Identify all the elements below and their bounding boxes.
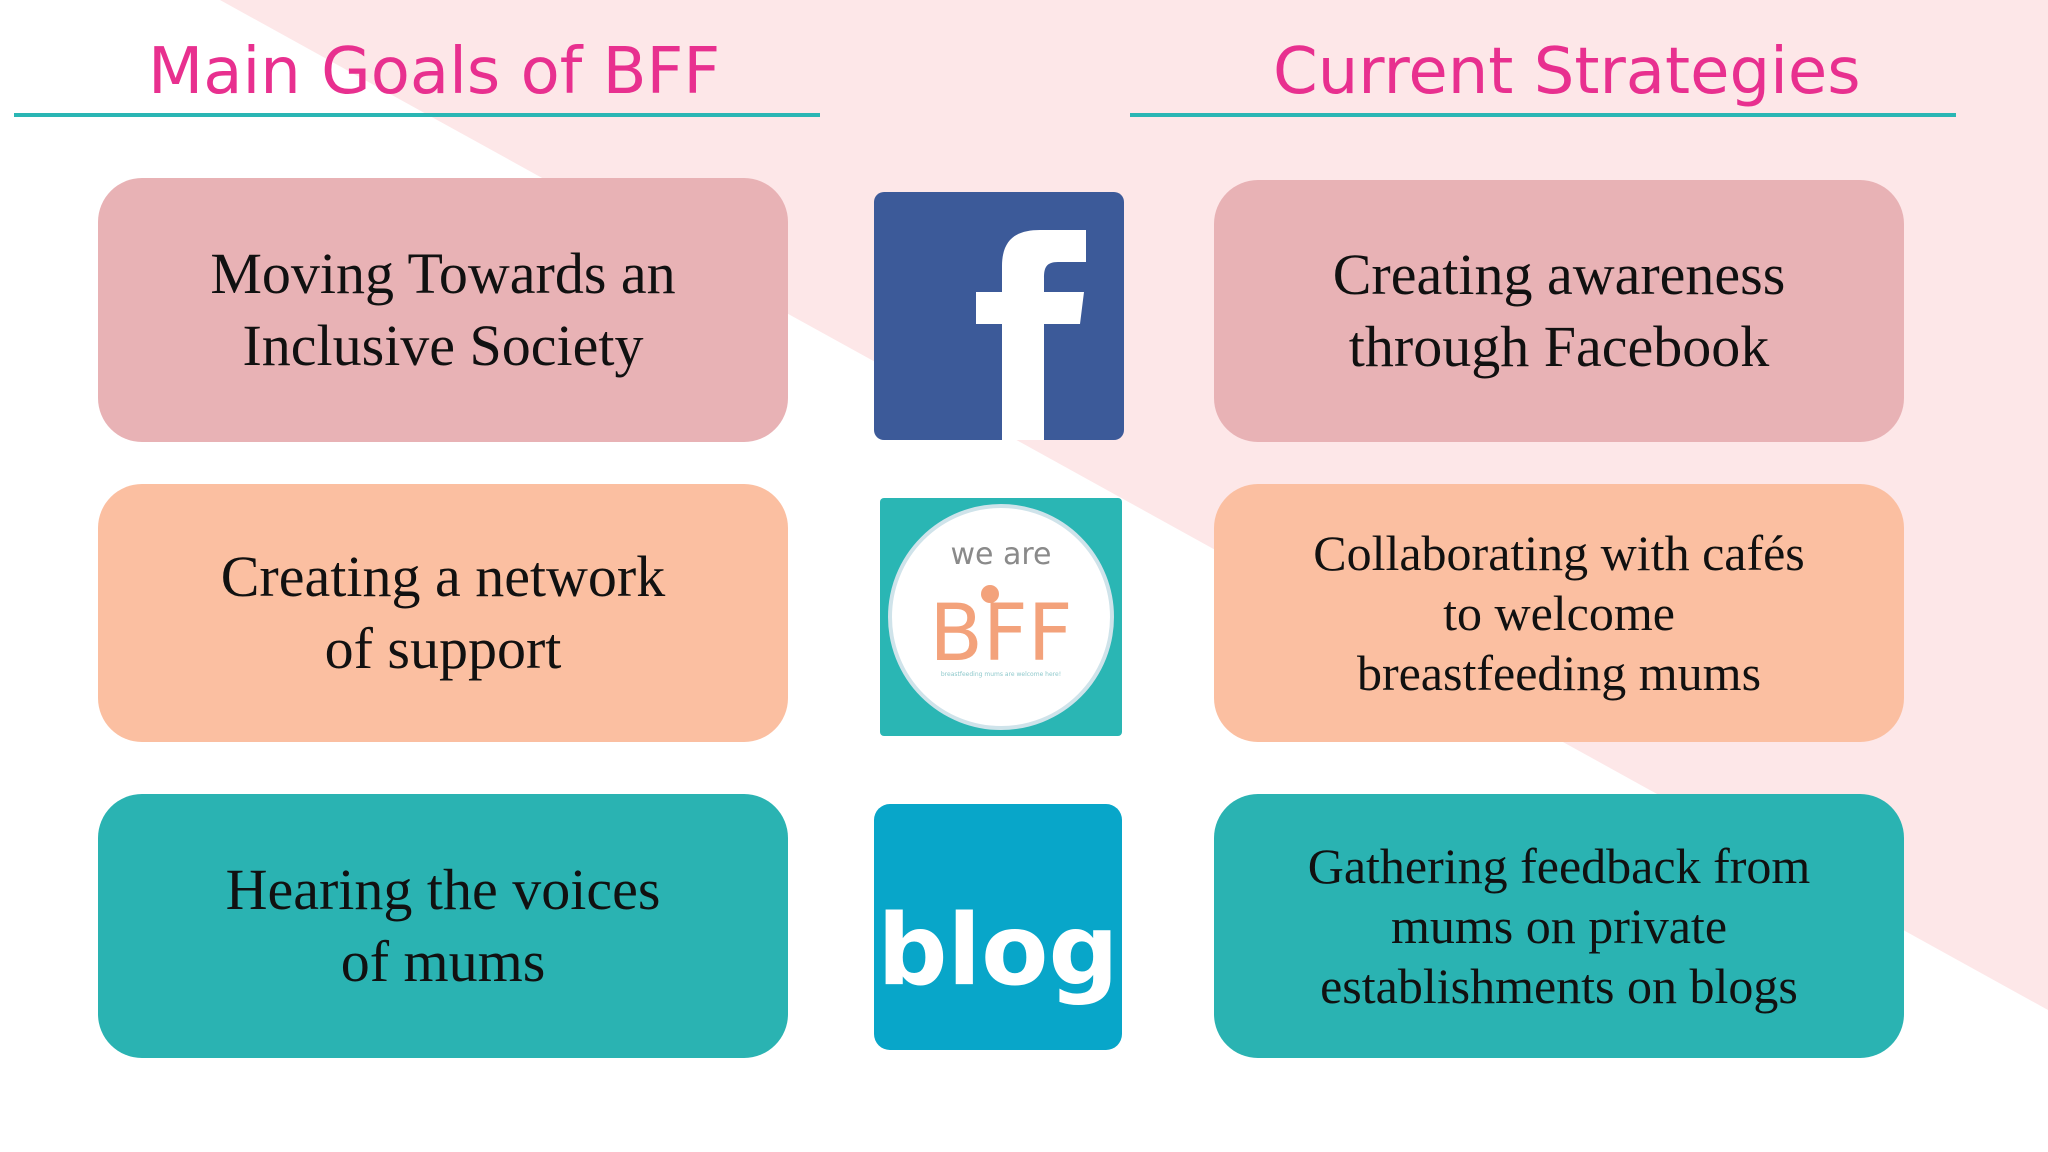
bff-tagline: breastfeeding mums are welcome here! [941, 671, 1061, 678]
strategy-card-text: Collaborating with cafés to welcome brea… [1313, 525, 1805, 701]
strategy-card-cafe-collaboration: Collaborating with cafés to welcome brea… [1214, 484, 1904, 742]
facebook-f-glyph [976, 230, 1086, 440]
goal-card-text: Hearing the voices of mums [225, 857, 661, 994]
current-strategies-underline [1130, 113, 1956, 117]
bff-badge-graphic: we are BFF breastfeeding mums are welcom… [888, 504, 1114, 730]
bff-we-are-text: we are [950, 537, 1051, 572]
goal-card-inclusive-society: Moving Towards an Inclusive Society [98, 178, 788, 442]
goal-card-voices-of-mums: Hearing the voices of mums [98, 794, 788, 1058]
goal-card-text: Creating a network of support [220, 544, 666, 681]
main-goals-underline [14, 113, 820, 117]
main-goals-heading: Main Goals of BFF [148, 35, 721, 109]
goal-card-text: Moving Towards an Inclusive Society [210, 241, 676, 378]
strategy-card-blog-feedback: Gathering feedback from mums on private … [1214, 794, 1904, 1058]
blog-icon: blog [874, 804, 1122, 1050]
strategy-card-text: Creating awareness through Facebook [1332, 242, 1786, 379]
bff-logo-text: BFF [929, 589, 1072, 679]
we-are-bff-logo-icon: we are BFF breastfeeding mums are welcom… [880, 498, 1122, 736]
goal-card-network-of-support: Creating a network of support [98, 484, 788, 742]
current-strategies-heading: Current Strategies [1273, 35, 1861, 109]
blog-icon-label: blog [877, 894, 1119, 1008]
strategy-card-facebook-awareness: Creating awareness through Facebook [1214, 180, 1904, 442]
strategy-card-text: Gathering feedback from mums on private … [1307, 838, 1811, 1014]
facebook-logo-icon [874, 192, 1124, 440]
